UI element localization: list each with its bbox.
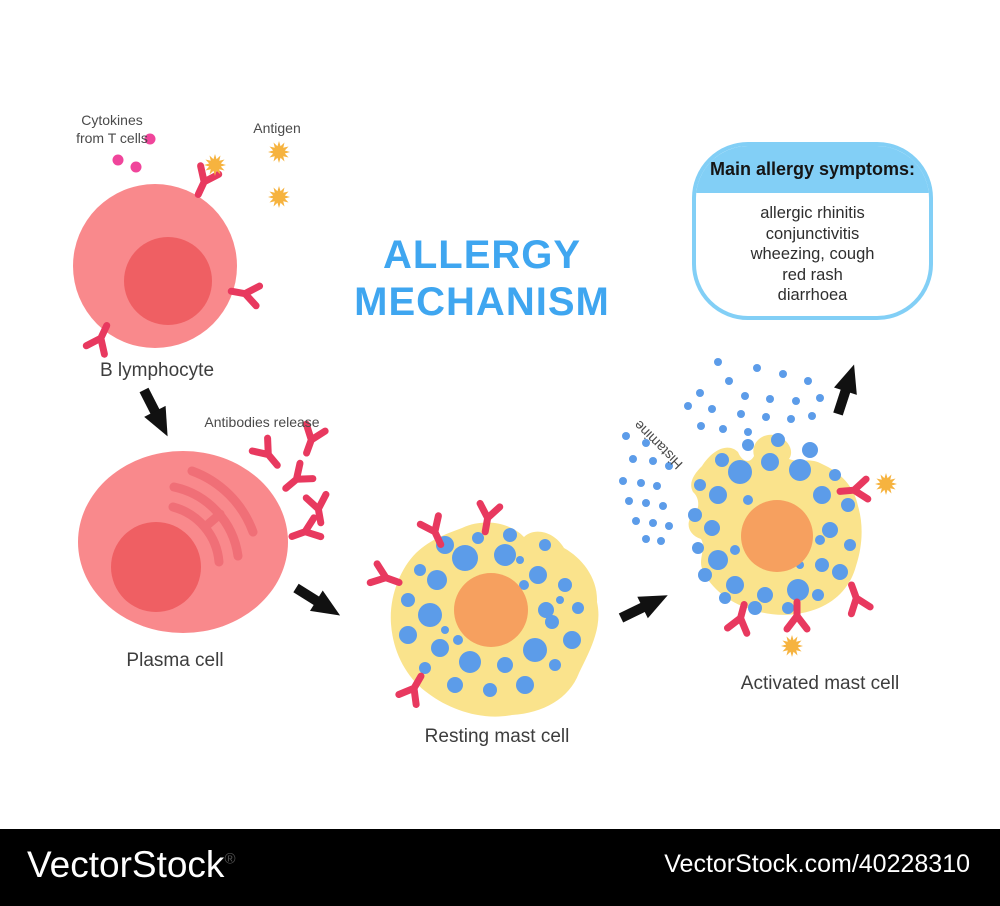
resting-mast-cell	[370, 503, 599, 717]
granules	[399, 528, 584, 697]
plasma-cell	[78, 451, 288, 633]
diagram-shapes	[73, 133, 897, 717]
b-lymphocyte-cell	[73, 166, 260, 354]
activated-mast-cell	[688, 433, 897, 657]
symptom-item: red rash	[782, 265, 843, 284]
plasma-cell-nucleus	[111, 522, 201, 612]
vectorstock-credit: VectorStock.com/40228310	[664, 850, 970, 878]
symptoms-box-header: Main allergy symptoms:	[696, 146, 929, 193]
histamine-dots	[619, 358, 824, 545]
registered-mark: ®	[224, 850, 236, 868]
cytokines-label: Cytokines from T cells	[76, 112, 148, 146]
antigen-star-icon	[781, 635, 803, 657]
activated-mast-cell-nucleus	[741, 500, 813, 572]
antibodies-release-label: Antibodies release	[204, 414, 320, 430]
resting-mast-cell-nucleus	[454, 573, 528, 647]
arrow-right-icon	[616, 584, 673, 628]
resting-mast-cell-label: Resting mast cell	[424, 726, 570, 747]
watermark-bar: VectorStock® VectorStock.com/40228310	[0, 829, 1000, 906]
symptoms-box: Main allergy symptoms: allergic rhinitis…	[692, 142, 933, 320]
symptom-item: allergic rhinitis	[760, 204, 865, 222]
title-line-2: MECHANISM	[354, 280, 610, 324]
symptom-item: conjunctivitis	[765, 224, 860, 243]
symptom-item: wheezing, cough	[750, 245, 875, 263]
arrow-down-icon	[133, 385, 178, 442]
b-lymphocyte-label: B lymphocyte	[99, 360, 215, 381]
symptoms-list: allergic rhinitis conjunctivitis wheezin…	[696, 193, 929, 306]
symptom-item: diarrhoea	[777, 286, 848, 304]
page-title: ALLERGY MECHANISM	[332, 232, 632, 326]
antigen-label: Antigen	[253, 120, 301, 136]
activated-mast-cell-label: Activated mast cell	[740, 673, 900, 694]
antigen-star-icon	[875, 473, 897, 495]
b-cell-nucleus	[124, 237, 212, 325]
vectorstock-logo: VectorStock®	[27, 843, 236, 885]
endoplasmic-reticulum	[168, 466, 258, 567]
title-line-1: ALLERGY	[382, 233, 582, 277]
plasma-cell-label: Plasma cell	[126, 650, 224, 671]
arrow-up-icon	[827, 361, 866, 418]
arrow-right-icon	[290, 578, 347, 626]
cytokine-dots	[112, 133, 156, 173]
